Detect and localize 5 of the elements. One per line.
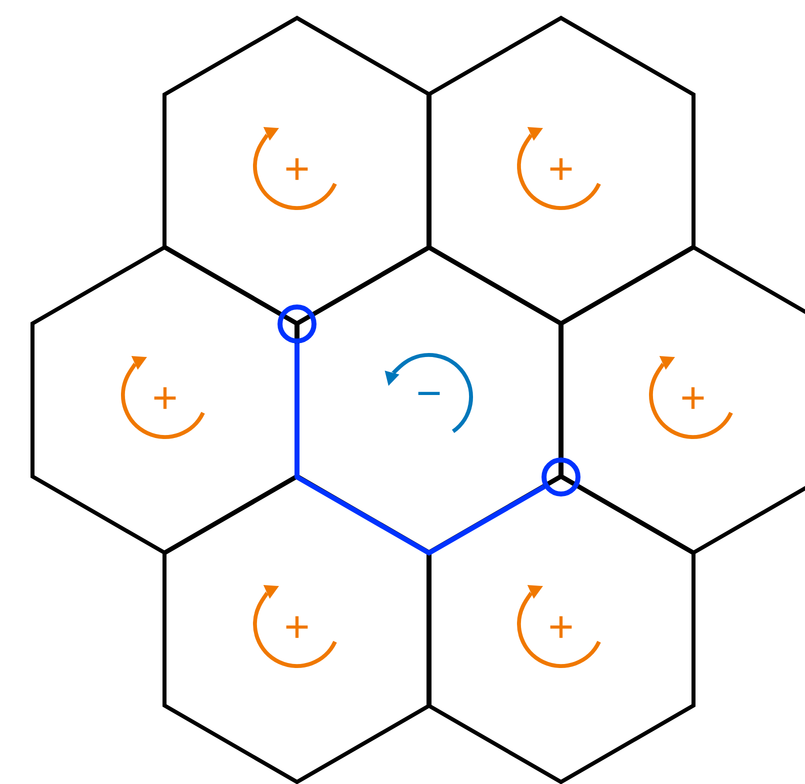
hexagon-cell: + bbox=[162, 16, 432, 326]
hexagon-cell: + bbox=[426, 16, 696, 326]
loop-circle bbox=[278, 304, 316, 344]
loop-path bbox=[294, 344, 546, 556]
loop-circle bbox=[542, 458, 580, 496]
